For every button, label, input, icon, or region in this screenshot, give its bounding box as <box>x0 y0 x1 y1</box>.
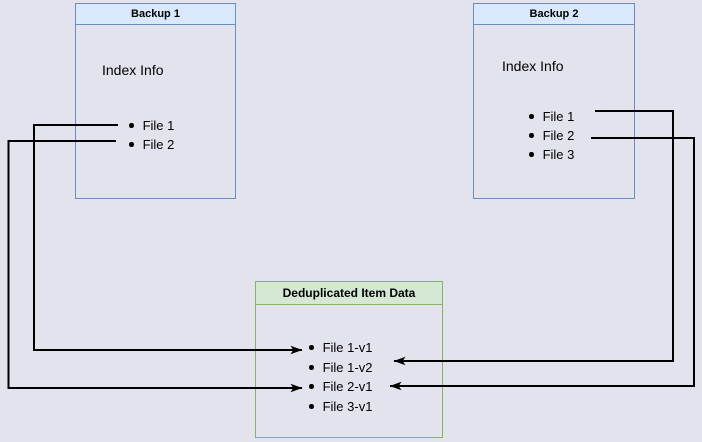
file-label: File 2 <box>142 137 175 152</box>
backup2-title: Backup 2 <box>474 4 634 25</box>
bullet-icon <box>529 114 534 119</box>
backup2-file-1-item: File 1 <box>529 107 574 126</box>
bullet-icon <box>529 152 534 157</box>
backup1-file-list: File 1 File 2 <box>129 116 174 154</box>
file-label: File 1-v1 <box>322 340 373 356</box>
bullet-icon <box>309 403 314 409</box>
backup2-file-list: File 1 File 2 File 3 <box>529 107 574 164</box>
backup2-file-3-item: File 3 <box>529 145 574 164</box>
backup1-file-2-item: File 2 <box>129 135 174 154</box>
backup2-box: Backup 2 Index Info File 1 File 2 File 3 <box>473 3 635 199</box>
bullet-icon <box>129 142 134 147</box>
file-label: File 1 <box>142 118 175 133</box>
backup2-file-2-item: File 2 <box>529 126 574 145</box>
dedup-file1-v1-item: File 1-v1 <box>309 338 372 358</box>
bullet-icon <box>309 384 314 390</box>
backup1-title: Backup 1 <box>76 4 235 25</box>
dedup-file-list: File 1-v1 File 1-v2 File 2-v1 File 3-v1 <box>309 338 372 416</box>
file-label: File 1-v2 <box>322 359 373 375</box>
backup1-index-info-label: Index Info <box>102 62 164 78</box>
file-label: File 3-v1 <box>322 398 373 414</box>
backup2-index-info-label: Index Info <box>502 58 564 74</box>
dedup-title: Deduplicated Item Data <box>256 282 442 305</box>
file-label: File 2 <box>542 128 575 143</box>
dedup-file3-v1-item: File 3-v1 <box>309 397 372 417</box>
dedup-file2-v1-item: File 2-v1 <box>309 377 372 397</box>
backup1-box: Backup 1 Index Info File 1 File 2 <box>75 3 236 199</box>
bullet-icon <box>529 133 534 138</box>
deduplicated-item-data-box: Deduplicated Item Data File 1-v1 File 1-… <box>255 281 443 438</box>
backup1-file-1-item: File 1 <box>129 116 174 135</box>
bullet-icon <box>309 364 314 370</box>
dedup-file1-v2-item: File 1-v2 <box>309 358 372 378</box>
file-label: File 1 <box>542 109 575 124</box>
bullet-icon <box>129 123 134 128</box>
bullet-icon <box>309 345 314 351</box>
file-label: File 2-v1 <box>322 379 373 395</box>
file-label: File 3 <box>542 147 575 162</box>
